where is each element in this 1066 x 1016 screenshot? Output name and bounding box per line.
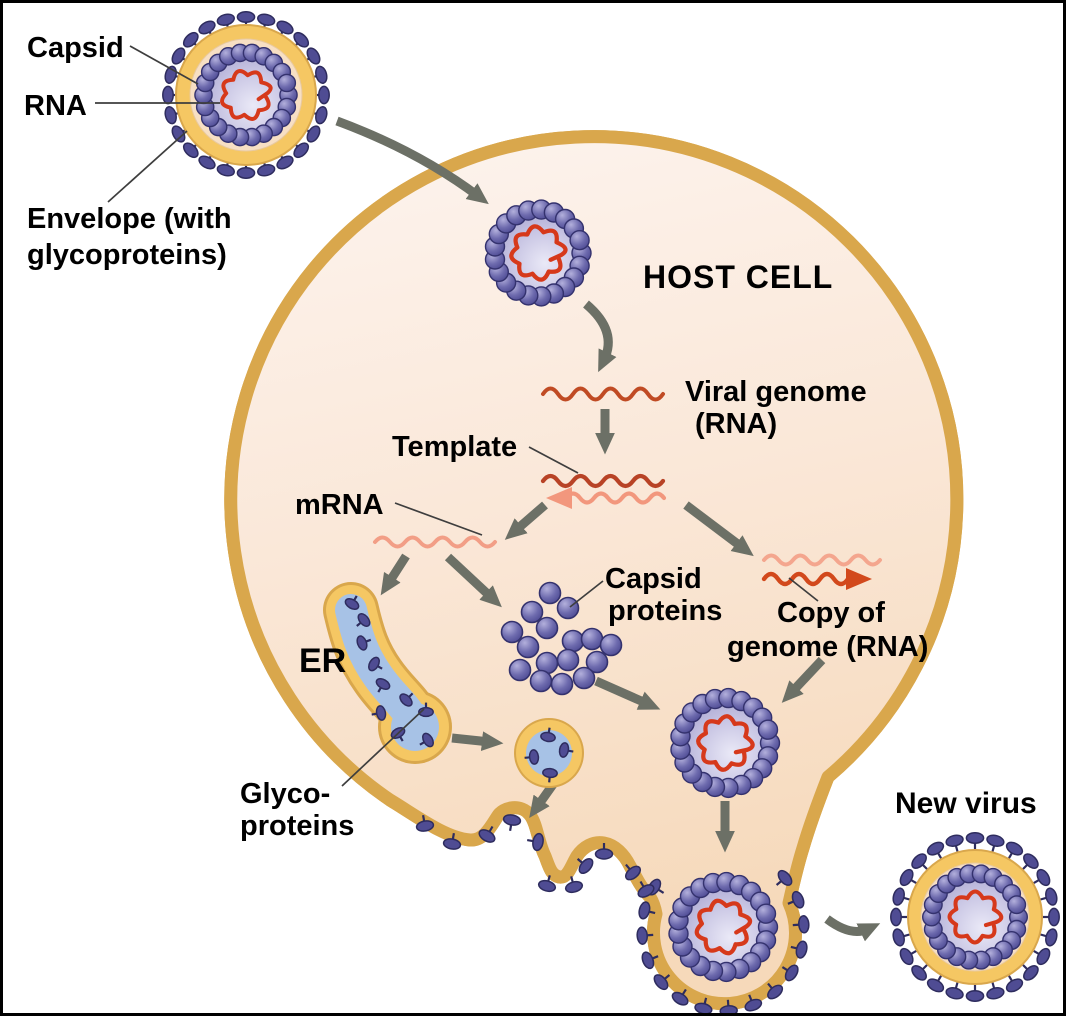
leader-lines bbox=[95, 45, 819, 787]
arrow-mrna-to-er bbox=[380, 553, 410, 596]
membrane-glycoproteins bbox=[415, 814, 655, 898]
transport-vesicle bbox=[514, 718, 584, 788]
diagram-canvas bbox=[95, 11, 1060, 1013]
arrow-mrna-to-capsid bbox=[444, 553, 502, 608]
endoplasmic-reticulum bbox=[323, 582, 452, 764]
mrna-label: mRNA bbox=[295, 489, 384, 521]
template-strand bbox=[540, 473, 666, 489]
entering-core bbox=[495, 210, 581, 296]
er-glycoproteins bbox=[344, 595, 434, 748]
mrna-strand bbox=[373, 535, 497, 549]
new-virus-core bbox=[930, 872, 1020, 962]
entering-nucleocapsid bbox=[484, 199, 592, 307]
rna-molecules bbox=[373, 386, 882, 590]
leader-capsid bbox=[129, 45, 199, 85]
new-virus-capsid-beads bbox=[922, 864, 1029, 970]
capsid-proteins-label-line2: proteins bbox=[608, 595, 723, 627]
envelope-label-line1: Envelope (with bbox=[27, 203, 232, 235]
arrow-uncoating bbox=[583, 300, 617, 373]
virion-capsid-beads bbox=[194, 43, 298, 147]
virion-core bbox=[201, 50, 291, 140]
budding-core bbox=[679, 883, 767, 971]
arrow-er-to-vesicle bbox=[451, 731, 504, 751]
leader-copy-of-genome bbox=[788, 577, 819, 602]
copy-of-genome-label-line1: Copy of bbox=[777, 597, 885, 629]
copy-of-genome-label-line2: genome (RNA) bbox=[727, 631, 929, 663]
copy-genome-strand bbox=[761, 571, 851, 587]
capsid-label: Capsid bbox=[27, 32, 124, 64]
leader-mrna bbox=[394, 502, 483, 536]
arrow-copy-to-assembly bbox=[781, 656, 826, 703]
copy-template-strand bbox=[762, 553, 882, 567]
template-label: Template bbox=[392, 431, 518, 463]
leader-glycoproteins bbox=[341, 708, 425, 787]
er-label: ER bbox=[299, 642, 347, 680]
viral-genome-label-line2: (RNA) bbox=[695, 408, 778, 440]
new-virus-label: New virus bbox=[895, 787, 1037, 820]
envelope-label-line2: glycoproteins) bbox=[27, 239, 227, 271]
budding-capsid-beads bbox=[668, 871, 779, 983]
new-virus-glycoproteins bbox=[890, 832, 1060, 1002]
template-new-strand bbox=[563, 491, 667, 505]
leader-template bbox=[528, 446, 579, 474]
assembled-capsid-beads bbox=[670, 687, 781, 799]
capsid-proteins-label-line1: Capsid bbox=[605, 563, 702, 595]
assembled-core bbox=[681, 699, 769, 787]
host-cell bbox=[231, 137, 957, 1004]
viral-genome-rna bbox=[541, 386, 665, 402]
glycoproteins-label-line1: Glyco- bbox=[240, 778, 331, 810]
free-virion bbox=[162, 11, 330, 179]
process-arrows bbox=[335, 116, 881, 942]
arrow-template-to-mrna bbox=[504, 501, 548, 540]
virion-glycoproteins bbox=[162, 11, 330, 179]
entering-capsid-beads bbox=[484, 199, 592, 307]
assembled-nucleocapsid bbox=[670, 687, 781, 799]
rna-label: RNA bbox=[24, 90, 87, 122]
host-cell-label: HOST CELL bbox=[643, 259, 834, 295]
copy-synthesis-arrowhead bbox=[846, 568, 872, 590]
leader-envelope bbox=[107, 130, 188, 203]
template-synthesis-arrowhead bbox=[546, 487, 572, 509]
glycoproteins-label-line2: proteins bbox=[240, 810, 355, 842]
capsid-protein-cluster bbox=[500, 581, 623, 696]
viral-genome-label-line1: Viral genome bbox=[685, 376, 867, 408]
leader-capsid-proteins bbox=[569, 580, 604, 608]
budding-nucleocapsid bbox=[668, 871, 779, 983]
arrow-release bbox=[824, 915, 881, 942]
arrow-proteins-to-assembly bbox=[594, 676, 661, 710]
new-virus bbox=[890, 832, 1060, 1002]
vesicle-glycoproteins bbox=[524, 727, 574, 783]
arrow-entry bbox=[335, 116, 489, 205]
arrow-template-to-copy bbox=[683, 501, 754, 557]
